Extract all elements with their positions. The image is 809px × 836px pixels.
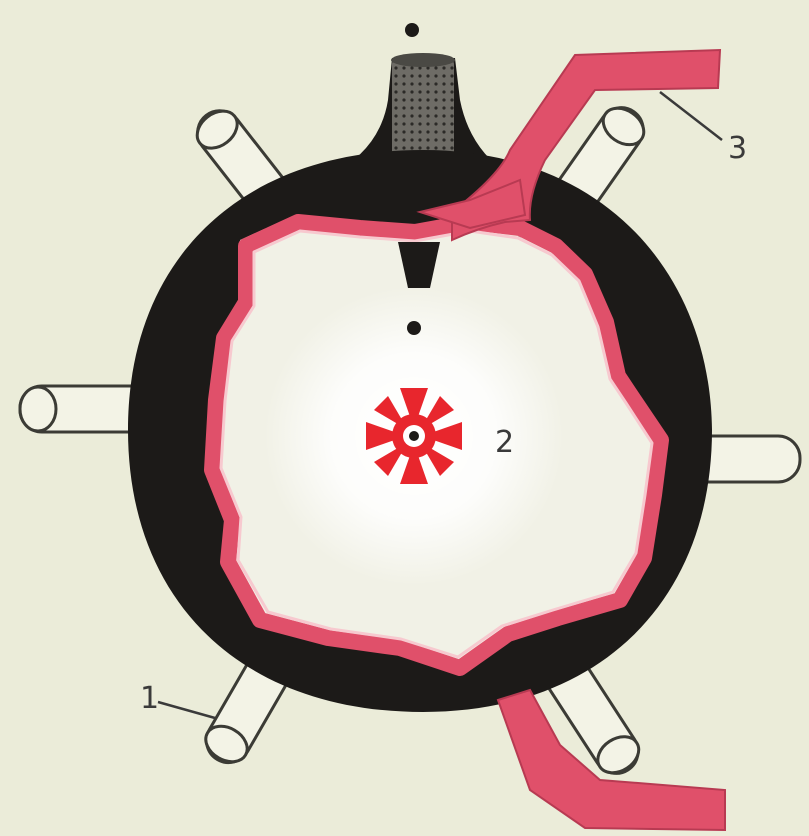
callout-line-1 [158, 702, 215, 718]
callout-line-3 [660, 92, 722, 140]
label-2: 2 [495, 425, 514, 460]
label-1: 1 [140, 681, 159, 716]
dot-center [407, 321, 421, 335]
dot-top [405, 23, 419, 37]
label-3: 3 [728, 131, 747, 166]
